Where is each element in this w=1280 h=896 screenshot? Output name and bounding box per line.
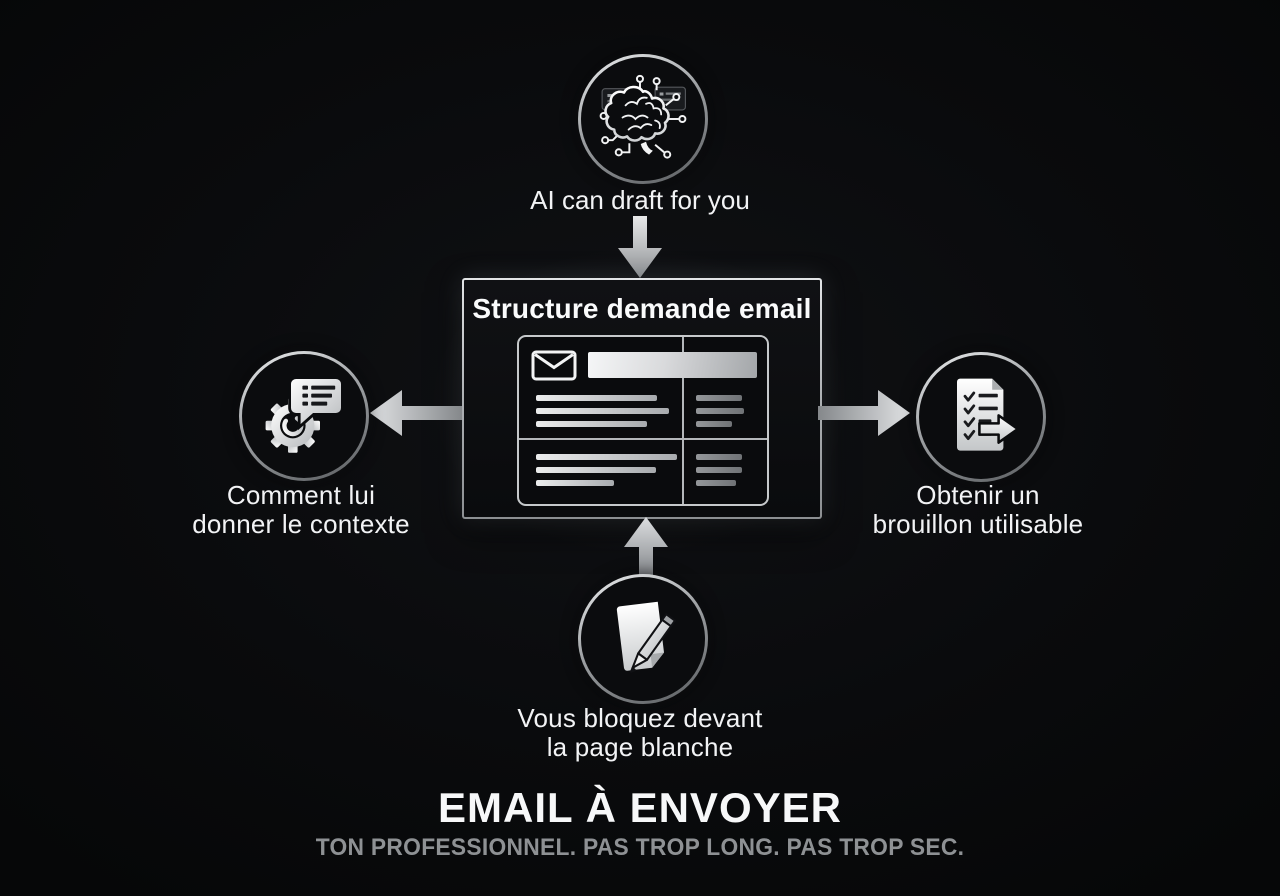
arrow-up-icon [624, 517, 668, 577]
top-node-circle [578, 54, 708, 184]
right-node-label: Obtenir un brouillon utilisable [872, 480, 1084, 539]
chat-bubble-icon [288, 376, 344, 431]
text-line-bar [536, 454, 677, 460]
arrow-right-icon [818, 390, 910, 436]
left-node-circle [239, 351, 369, 481]
right-node-circle [916, 352, 1046, 482]
arrow-down-icon [618, 216, 662, 278]
text-line-bar [696, 408, 744, 414]
subject-line-bar [588, 352, 757, 378]
text-line-bar [536, 480, 614, 486]
document-icon [957, 378, 1004, 451]
arrow-left-icon [370, 390, 462, 436]
page-fold [650, 652, 665, 668]
text-line-bar [696, 395, 742, 401]
bottom-node-label: Vous bloquez devant la page blanche [517, 703, 763, 762]
bottom-node-circle [578, 574, 708, 704]
text-line-bar [536, 408, 669, 414]
text-line-bar [696, 454, 742, 460]
checklist-output-icon [957, 378, 1020, 451]
envelope-icon [531, 350, 577, 381]
output-arrow-icon [978, 414, 1020, 444]
text-line-bar [536, 395, 657, 401]
poster-title: EMAIL À ENVOYER [438, 784, 842, 831]
wireframe-row-divider [519, 438, 767, 440]
text-line-bar [696, 421, 732, 427]
text-line-bar [536, 467, 656, 473]
text-line-bar [536, 421, 647, 427]
brain-stem [640, 141, 653, 155]
text-line-bar [696, 480, 736, 486]
text-line-bar [696, 467, 742, 473]
page-fold [992, 378, 1004, 390]
blank-page-pencil-icon [616, 601, 677, 673]
wireframe-column-divider [682, 337, 684, 504]
brain-circuit-icon [599, 74, 687, 159]
checklist-rows [963, 391, 976, 440]
left-node-label: Comment lui donner le contexte [192, 480, 410, 539]
gear-chat-icon [265, 376, 344, 453]
top-node-label: AI can draft for you [530, 185, 750, 215]
center-structure-box: Structure demande email [462, 278, 822, 519]
pencil-icon [629, 613, 677, 673]
email-wireframe-graphic [517, 335, 769, 506]
poster-subtitle: TON PROFESSIONNEL. PAS TROP LONG. PAS TR… [315, 834, 965, 861]
center-box-title: Structure demande email [472, 293, 812, 324]
